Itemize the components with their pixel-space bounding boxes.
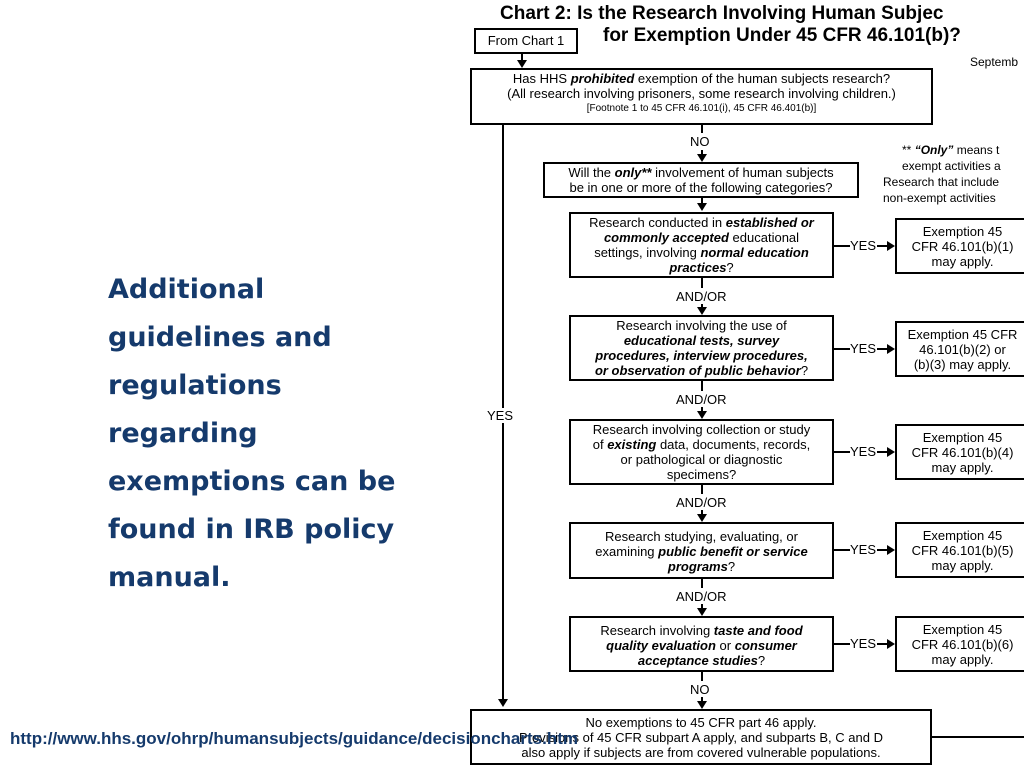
and-or-label: AND/OR: [676, 289, 727, 304]
category-public-benefit-box: Research studying, evaluating, or examin…: [569, 522, 834, 579]
guidelines-note: Additional guidelines and regulations re…: [108, 274, 396, 593]
yes-label: YES: [850, 238, 877, 253]
from-chart-1-box: From Chart 1: [474, 28, 578, 54]
yes-prohibited-label: YES: [487, 408, 514, 423]
source-url-link[interactable]: http://www.hhs.gov/ohrp/humansubjects/gu…: [10, 729, 578, 748]
from-chart-1-label: From Chart 1: [487, 33, 565, 48]
question-prohibited-footnote: [Footnote 1 to 45 CFR 46.101(i), 45 CFR …: [586, 103, 817, 114]
only-footnote: ** “Only” means t exempt activities a: [902, 143, 1001, 173]
question-only-involvement-box: Will the only** involvement of human sub…: [543, 162, 859, 198]
category-taste-food-box: Research involving taste and food qualit…: [569, 616, 834, 672]
question-prohibited-box: Has HHS prohibited exemption of the huma…: [470, 68, 933, 125]
category-education-practices-box: Research conducted in established or com…: [569, 212, 834, 278]
arrow-down: [517, 60, 527, 68]
category-tests-surveys-box: Research involving the use of educationa…: [569, 315, 834, 381]
question-prohibited-line2: (All research involving prisoners, some …: [507, 86, 896, 101]
no-exemption-box: No exemptions to 45 CFR part 46 apply. P…: [470, 709, 932, 765]
no-label: NO: [690, 134, 710, 149]
chart-title-line2: for Exemption Under 45 CFR 46.101(b)?: [603, 25, 961, 46]
chart-title-line1: Chart 2: Is the Research Involving Human…: [500, 3, 944, 24]
chart-date: Septemb: [970, 55, 1019, 69]
category-existing-data-box: Research involving collection or study o…: [569, 419, 834, 485]
